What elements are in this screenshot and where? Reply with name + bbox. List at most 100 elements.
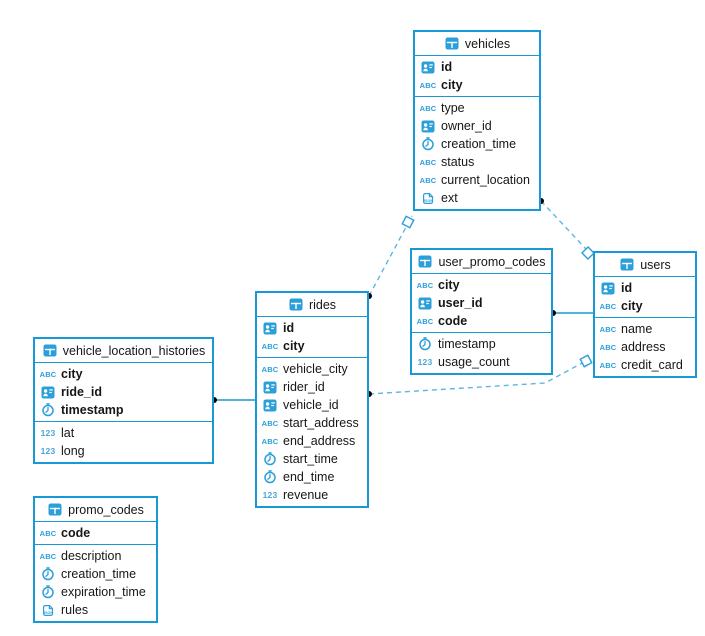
table-icon (619, 258, 635, 271)
field-row-credit_card[interactable]: ABC credit_card (595, 356, 695, 374)
id-badge-icon (417, 297, 433, 310)
field-row-vehicle_id[interactable]: vehicle_id (257, 396, 367, 414)
number-123-icon: 123 (262, 490, 278, 500)
text-abc-icon: ABC (416, 316, 434, 326)
field-name: timestamp (438, 337, 496, 351)
diamond-marker (581, 246, 595, 260)
field-name: expiration_time (61, 585, 146, 599)
field-name: end_address (283, 434, 356, 448)
field-row-description[interactable]: ABC description (35, 547, 156, 565)
field-name: start_time (283, 452, 338, 466)
number-123-icon: 123 (40, 428, 56, 438)
table-header[interactable]: vehicles (415, 32, 539, 56)
field-name: usage_count (438, 355, 510, 369)
field-row-id[interactable]: id (257, 319, 367, 337)
table-title: users (640, 257, 671, 272)
text-abc-icon: ABC (419, 80, 437, 90)
field-row-type[interactable]: ABC type (415, 99, 539, 117)
text-abc-icon: ABC (39, 551, 57, 561)
field-row-expiration_time[interactable]: expiration_time (35, 583, 156, 601)
text-abc-icon: ABC (599, 342, 617, 352)
table-header[interactable]: users (595, 253, 695, 277)
table-icon (42, 344, 58, 357)
field-row-timestamp[interactable]: timestamp (412, 335, 551, 353)
field-row-id[interactable]: id (415, 58, 539, 76)
text-abc-icon: ABC (599, 360, 617, 370)
field-row-creation_time[interactable]: creation_time (415, 135, 539, 153)
field-row-rules[interactable]: JSON rules (35, 601, 156, 619)
table-title: vehicle_location_histories (62, 343, 206, 358)
field-name: revenue (283, 488, 329, 502)
table-header[interactable]: rides (257, 293, 367, 317)
field-row-ride_id[interactable]: ride_id (35, 383, 212, 401)
id-badge-icon (262, 381, 278, 394)
relation-rides-vehicles[interactable] (366, 215, 415, 299)
field-name: timestamp (61, 403, 124, 417)
field-name: credit_card (621, 358, 683, 372)
field-row-address[interactable]: ABC address (595, 338, 695, 356)
clock-icon (417, 337, 433, 351)
field-name: type (441, 101, 465, 115)
field-row-rider_id[interactable]: rider_id (257, 378, 367, 396)
relation-vehicle_location_histories-rides[interactable] (211, 397, 257, 403)
table-header[interactable]: user_promo_codes (412, 250, 551, 274)
text-abc-icon: ABC (419, 103, 437, 113)
field-row-user_id[interactable]: user_id (412, 294, 551, 312)
text-abc-icon: ABC (599, 301, 617, 311)
id-badge-icon (262, 322, 278, 335)
table-header[interactable]: vehicle_location_histories (35, 339, 212, 363)
text-abc-icon: ABC (419, 157, 437, 167)
table-header[interactable]: promo_codes (35, 498, 156, 522)
field-row-end_time[interactable]: end_time (257, 468, 367, 486)
field-row-owner_id[interactable]: owner_id (415, 117, 539, 135)
diamond-marker (401, 215, 415, 229)
field-row-id[interactable]: id (595, 279, 695, 297)
field-row-revenue[interactable]: 123 revenue (257, 486, 367, 504)
field-name: id (283, 321, 295, 335)
id-badge-icon (420, 120, 436, 133)
field-name: address (621, 340, 666, 354)
table-icon (444, 37, 460, 50)
field-row-start_time[interactable]: start_time (257, 450, 367, 468)
field-row-timestamp[interactable]: timestamp (35, 401, 212, 419)
svg-text:JSON: JSON (43, 611, 53, 615)
field-row-code[interactable]: ABC code (412, 312, 551, 330)
id-badge-icon (262, 399, 278, 412)
field-name: rules (61, 603, 89, 617)
clock-icon (40, 567, 56, 581)
relation-rides-users[interactable] (366, 354, 593, 397)
field-name: code (438, 314, 468, 328)
clock-icon (262, 470, 278, 484)
relation-user_promo_codes-users[interactable] (550, 310, 593, 316)
id-badge-icon (420, 61, 436, 74)
field-row-creation_time[interactable]: creation_time (35, 565, 156, 583)
field-name: city (438, 278, 460, 292)
field-name: description (61, 549, 122, 563)
